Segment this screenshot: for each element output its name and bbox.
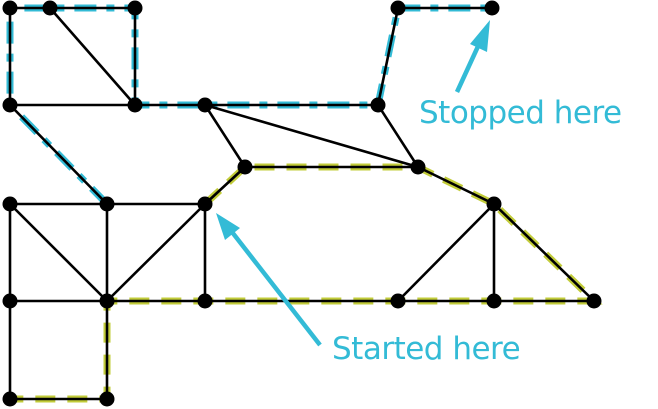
node-d bbox=[2, 97, 18, 113]
node-i-stop bbox=[484, 0, 500, 16]
node-w bbox=[99, 391, 115, 407]
node-f bbox=[197, 97, 213, 113]
node-r bbox=[197, 293, 213, 309]
stopped-arrow-icon bbox=[454, 20, 490, 93]
node-t bbox=[486, 293, 502, 309]
node-c bbox=[127, 0, 143, 16]
node-q bbox=[99, 293, 115, 309]
node-l bbox=[2, 196, 18, 212]
node-e bbox=[127, 97, 143, 113]
stopped-here-label: Stopped here bbox=[419, 95, 622, 131]
started-here-label: Started here bbox=[332, 331, 521, 367]
node-b bbox=[42, 0, 58, 16]
node-a bbox=[2, 0, 18, 16]
node-n-start bbox=[197, 196, 213, 212]
node-o bbox=[486, 196, 502, 212]
node-u bbox=[586, 293, 602, 309]
node-k bbox=[410, 159, 426, 175]
node-j bbox=[237, 159, 253, 175]
node-p bbox=[2, 293, 18, 309]
graph-edges bbox=[8, 6, 595, 401]
node-v bbox=[2, 391, 18, 407]
started-arrow-icon bbox=[216, 213, 322, 347]
node-g bbox=[370, 97, 386, 113]
node-s bbox=[390, 293, 406, 309]
graph-nodes bbox=[2, 0, 602, 407]
node-m bbox=[99, 196, 115, 212]
node-h bbox=[390, 0, 406, 16]
